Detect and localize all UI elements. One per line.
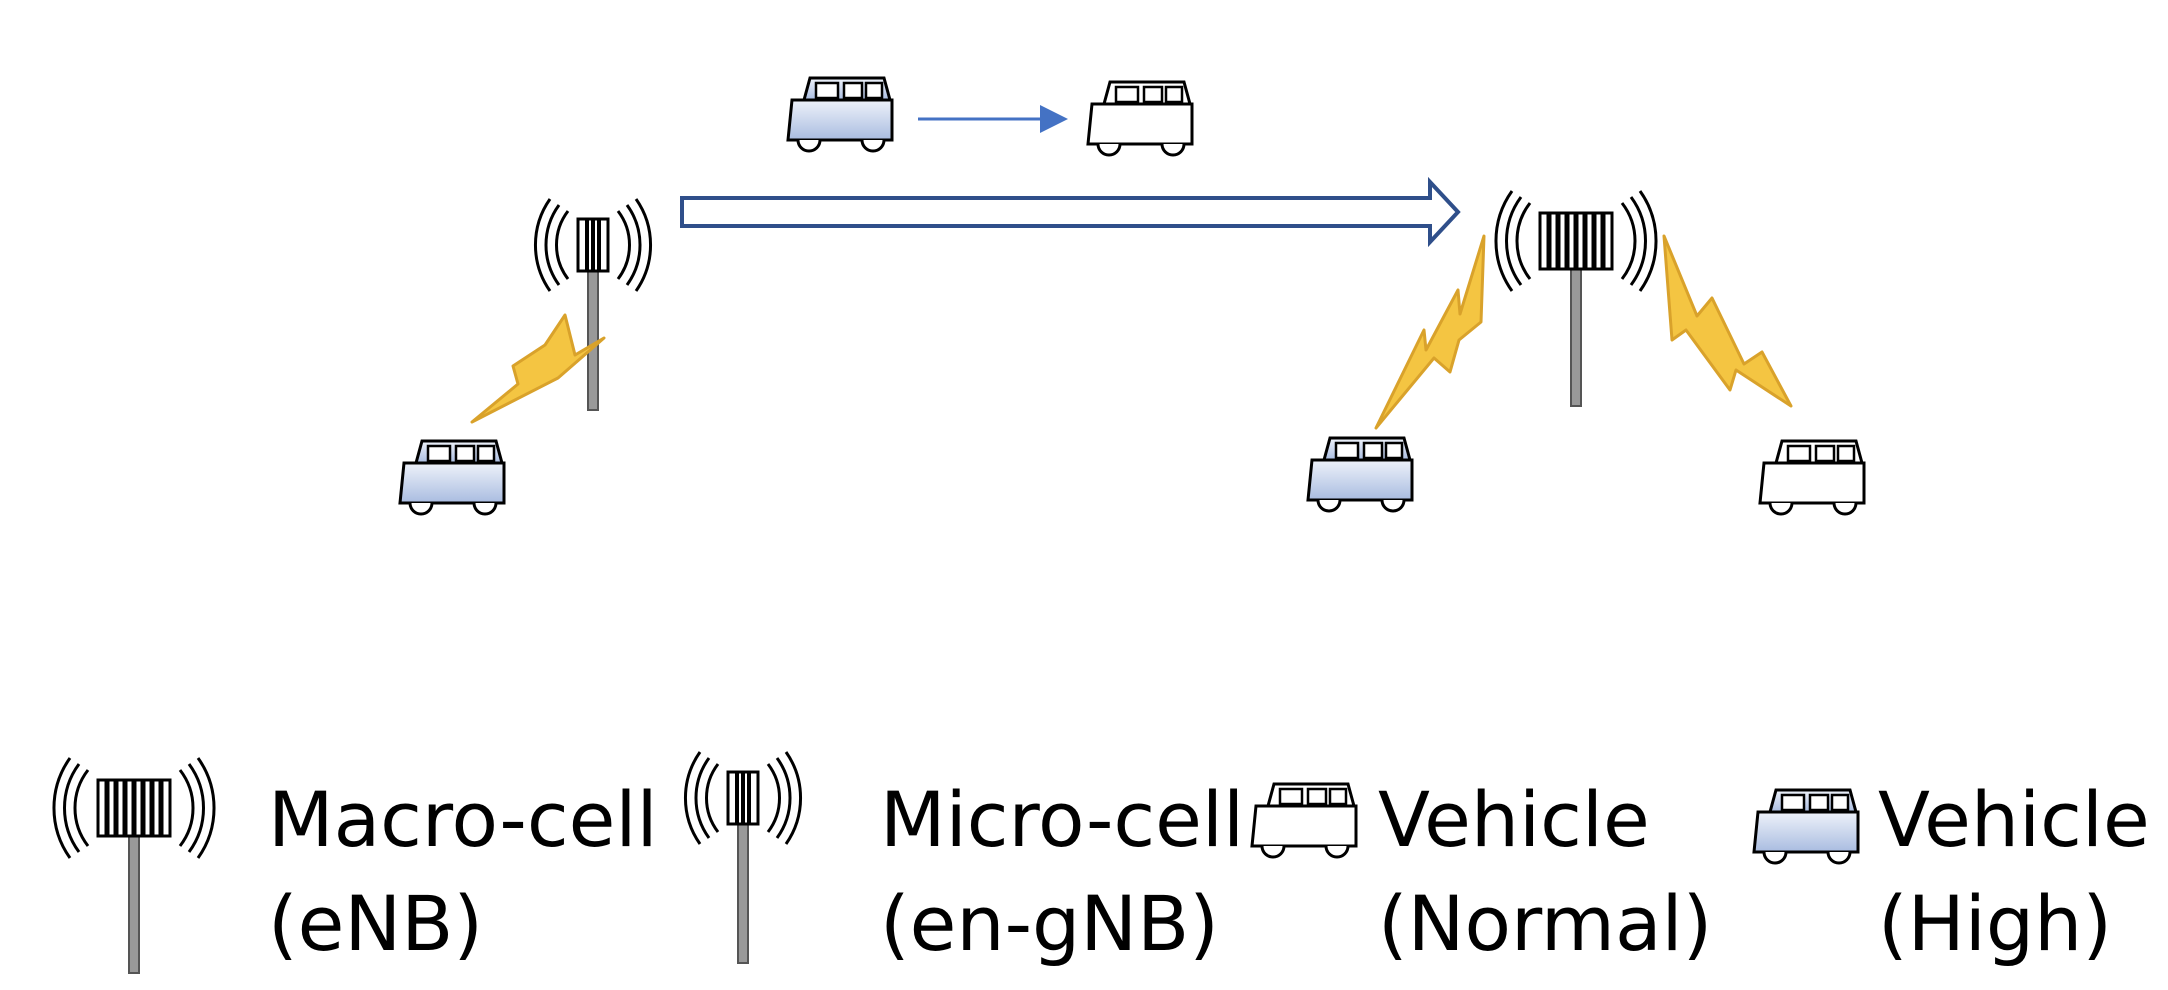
small-transition-arrow (918, 105, 1068, 133)
legend-vehicle-normal-line1: Vehicle (1378, 775, 1650, 864)
legend-micro-cell-line1: Micro-cell (880, 775, 1245, 864)
vehicle-high-icon (1306, 436, 1414, 513)
wireless-link-lightning-icon (1374, 234, 1486, 430)
migration-arrow (680, 176, 1461, 248)
wireless-link-lightning-icon (1662, 234, 1793, 408)
legend-vehicle-normal-icon (1250, 782, 1358, 859)
vehicle-normal-icon (1758, 439, 1866, 516)
legend-vehicle-normal-line2: (Normal) (1378, 879, 1713, 968)
vehicle-high-icon (786, 76, 894, 153)
legend-micro-cell-line2: (en-gNB) (880, 879, 1219, 968)
legend-macro-cell-line1: Macro-cell (268, 775, 658, 864)
legend-vehicle-high-icon (1752, 788, 1860, 865)
macro-cell-tower-icon (1496, 191, 1656, 406)
legend-micro-cell-icon (683, 750, 803, 965)
legend-macro-cell-label: Macro-cell (eNB) (268, 768, 658, 976)
vehicle-normal-icon (1086, 80, 1194, 157)
legend-vehicle-normal-label: Vehicle (Normal) (1378, 768, 1712, 976)
legend-vehicle-high-line1: Vehicle (1878, 775, 2150, 864)
vehicle-high-icon (398, 439, 506, 516)
wireless-link-lightning-icon (470, 313, 606, 424)
legend-macro-cell-icon (54, 758, 214, 973)
legend-micro-cell-label: Micro-cell (en-gNB) (880, 768, 1244, 976)
legend-macro-cell-line2: (eNB) (268, 879, 484, 968)
legend-vehicle-high-line2: (High) (1878, 879, 2112, 968)
legend-vehicle-high-label: Vehicle (High) (1878, 768, 2150, 976)
